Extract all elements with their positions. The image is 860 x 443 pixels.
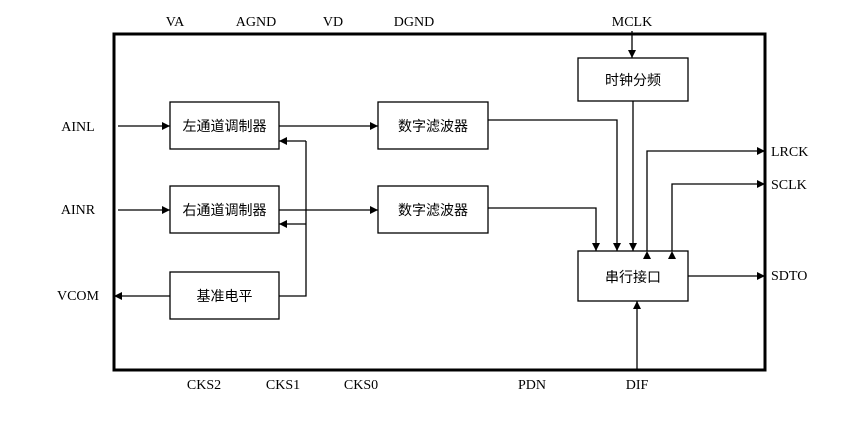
- right-modulator-label: 右通道调制器: [183, 203, 267, 219]
- clock-divider-label: 时钟分频: [605, 72, 661, 89]
- serial-interface-label: 串行接口: [605, 269, 661, 286]
- filter-right-block: 数字滤波器: [377, 185, 489, 234]
- filter-left-block: 数字滤波器: [377, 101, 489, 150]
- serial-interface-block: 串行接口: [577, 250, 689, 302]
- pin-vd: VD: [323, 15, 343, 30]
- left-modulator-block: 左通道调制器: [169, 101, 280, 150]
- pin-dgnd: DGND: [394, 15, 434, 30]
- pin-vcom: VCOM: [57, 289, 100, 304]
- pin-pdn: PDN: [518, 378, 546, 393]
- pin-cks1: CKS1: [266, 378, 300, 393]
- pin-cks0: CKS0: [344, 378, 378, 393]
- pin-va: VA: [166, 15, 185, 30]
- pin-sdto: SDTO: [771, 269, 807, 284]
- clock-divider-block: 时钟分频: [577, 57, 689, 102]
- pin-ainr: AINR: [61, 203, 96, 218]
- pin-sclk: SCLK: [771, 178, 807, 193]
- chip-outline: [112, 32, 767, 372]
- pin-dif: DIF: [626, 378, 649, 393]
- pin-ainl: AINL: [61, 120, 94, 135]
- reference-label: 基准电平: [197, 288, 253, 305]
- signal-lines: [114, 31, 765, 370]
- filter-right-label: 数字滤波器: [398, 203, 468, 219]
- filter-left-label: 数字滤波器: [398, 119, 468, 135]
- reference-block: 基准电平: [169, 271, 280, 320]
- pin-mclk: MCLK: [612, 15, 652, 30]
- pin-agnd: AGND: [236, 15, 276, 30]
- pin-lrck: LRCK: [771, 145, 808, 160]
- pin-cks2: CKS2: [187, 378, 221, 393]
- left-modulator-label: 左通道调制器: [183, 119, 267, 135]
- right-modulator-block: 右通道调制器: [169, 185, 280, 234]
